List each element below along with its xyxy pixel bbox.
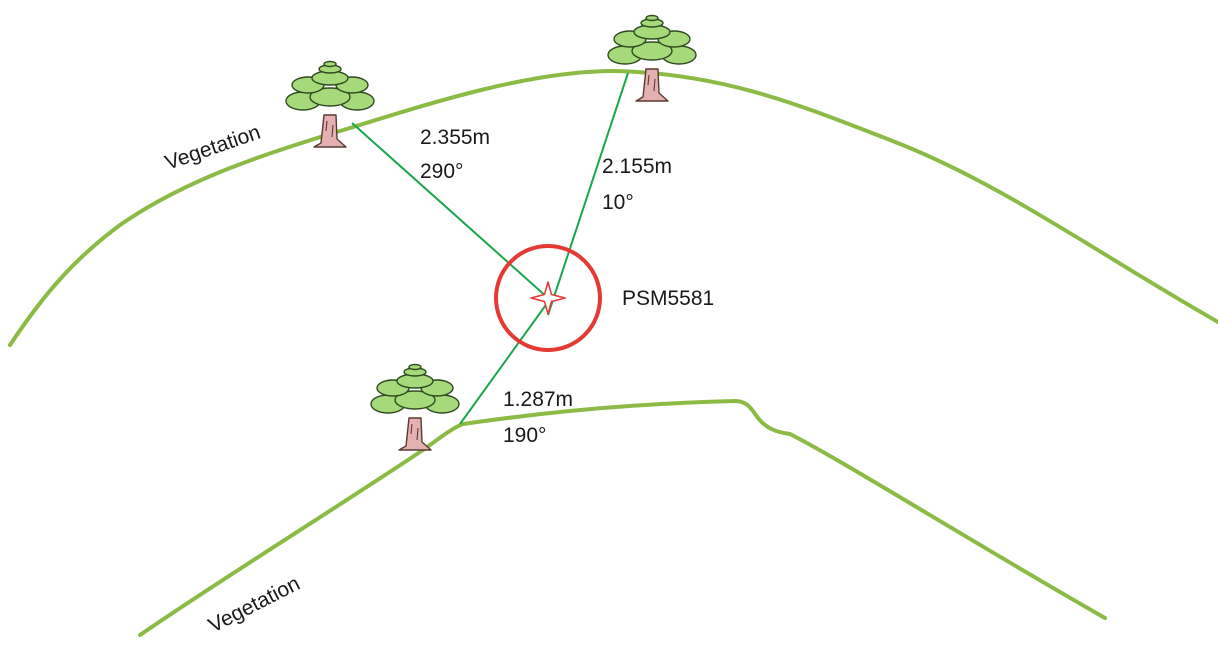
tree-icon-left xyxy=(285,60,375,148)
bearing-label-2: 10° xyxy=(602,191,634,214)
mark-circle xyxy=(494,244,602,352)
bearing-label-1: 290° xyxy=(420,160,463,183)
tree-icon-top xyxy=(607,14,697,102)
vegetation-label-upper: Vegetation xyxy=(162,121,263,175)
tree-icon-bottom xyxy=(370,363,460,451)
distance-label-2: 2.155m xyxy=(602,155,672,178)
distance-label-1: 2.355m xyxy=(420,126,490,149)
survey-line-10 xyxy=(547,72,629,316)
distance-label-3: 1.287m xyxy=(503,388,573,411)
survey-line-290 xyxy=(351,122,549,299)
mark-id-label: PSM5581 xyxy=(622,287,714,310)
survey-line-190 xyxy=(459,301,549,425)
bearing-label-3: 190° xyxy=(503,424,546,447)
mark-star-icon xyxy=(530,281,566,315)
vegetation-boundary-upper xyxy=(8,68,1218,347)
vegetation-boundary-lower xyxy=(138,398,1107,637)
